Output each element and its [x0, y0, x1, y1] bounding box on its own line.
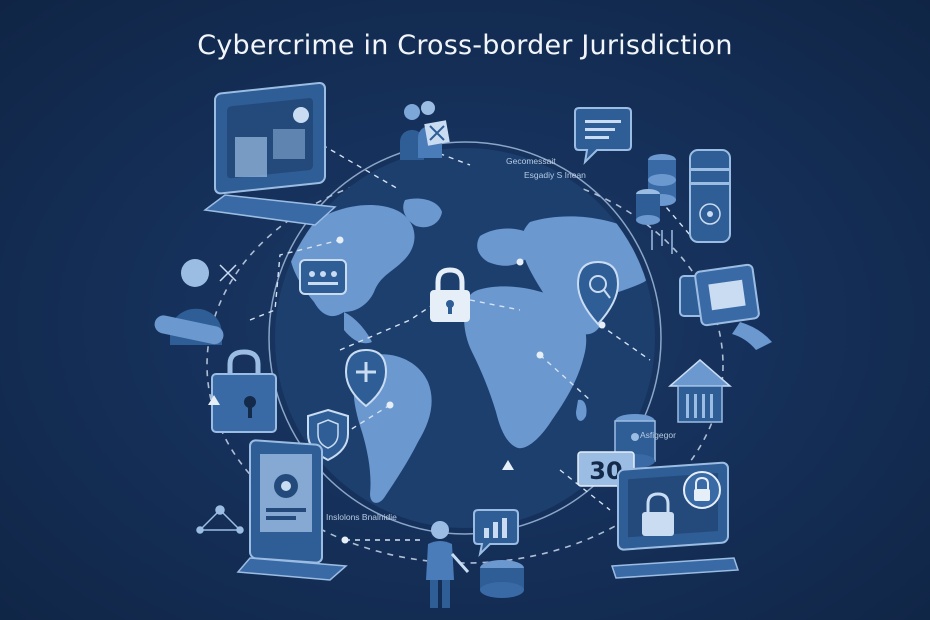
- person-icon: [426, 521, 470, 608]
- user-with-scroll-icon: [154, 259, 237, 345]
- payment-card-icon: [679, 263, 772, 350]
- database-icon: [636, 154, 676, 254]
- caption-top-right-2: Esgadiy S Inean: [524, 170, 586, 180]
- message-icon: [299, 259, 347, 295]
- server-icon: [689, 149, 731, 243]
- location-pin-icon: [576, 260, 620, 326]
- people-icon: [400, 101, 450, 160]
- monitor-lock-icon: [610, 461, 740, 579]
- connection-dots: [336, 236, 606, 544]
- chart-bubble-icon: [473, 509, 519, 558]
- page-title: Cybercrime in Cross-border Jurisdiction: [197, 30, 733, 61]
- ring-arrows: [208, 395, 514, 470]
- dashed-connection-ring: [206, 166, 724, 564]
- padlock-icon: [211, 349, 277, 433]
- laptop-icon: [203, 81, 337, 226]
- server-cylinder-icon: [614, 414, 656, 468]
- chat-bubble-icon: [574, 107, 632, 165]
- shield-plus-icon: [344, 348, 388, 408]
- tablet-icon: [236, 439, 348, 581]
- padlock-center-icon: [430, 267, 470, 322]
- house-icon: [667, 359, 733, 423]
- network-node-icon: [196, 505, 244, 534]
- globe: [268, 141, 662, 535]
- caption-mid-right: Asfigegor: [640, 430, 676, 440]
- disk-icon: [480, 560, 524, 598]
- caption-bottom-left: Inslolons Bnalnidie: [326, 512, 397, 522]
- caption-top-right-1: Gecomessait: [506, 156, 556, 166]
